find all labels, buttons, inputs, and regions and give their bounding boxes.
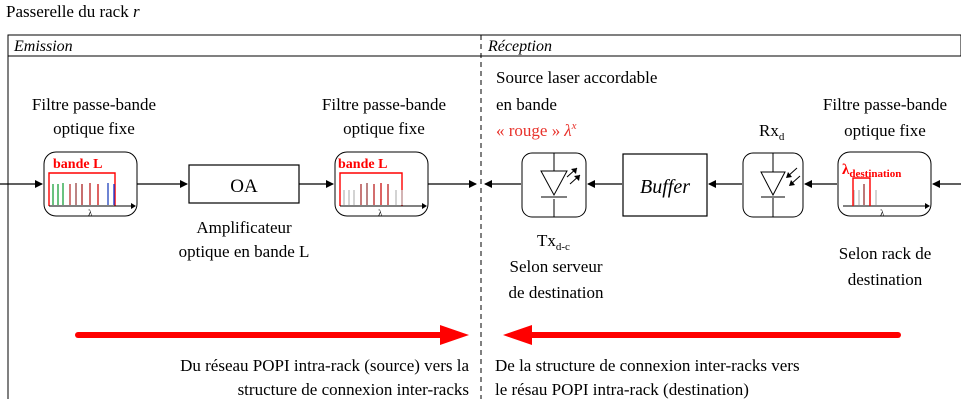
tx-desc-line1: Selon serveur: [509, 257, 602, 276]
rx-filter-box: λdestination λ: [837, 151, 932, 218]
amplifier-label-line2: optique en bande L: [179, 242, 310, 261]
rx-filter-lambda-label: λdestination: [842, 162, 901, 180]
footer-left-line2: structure de connexion inter-racks: [238, 380, 469, 399]
buffer-box: [622, 153, 708, 217]
rx-box: [742, 152, 804, 218]
filter1-label-line2: optique fixe: [53, 119, 135, 138]
rx-filter-lambda-axis: λ: [880, 208, 885, 218]
filter2-lambda-axis: λ: [378, 208, 383, 218]
laser-label-line3: « rouge »λx: [496, 120, 577, 140]
page-title: Passerelle du rack r: [6, 2, 140, 21]
footer-left-line1: Du réseau POPI intra-rack (source) vers …: [180, 356, 469, 375]
filter1-band-label: bande L: [53, 157, 102, 172]
tx-desc-line2: de destination: [509, 283, 604, 302]
tx-label: Txd-c: [537, 231, 570, 253]
section-header-bar: [7, 34, 961, 57]
filter1-lambda-axis: λ: [88, 208, 93, 218]
filter2-band-label: bande L: [338, 157, 387, 172]
rx-filter-desc-line1: Selon rack de: [839, 244, 932, 263]
section-reception: Réception: [487, 38, 552, 55]
filter1-label-line1: Filtre passe-bande: [32, 95, 156, 114]
laser-label-line2: en bande: [496, 95, 557, 114]
laser-label-line1: Source laser accordable: [496, 68, 657, 87]
emission-direction-arrow: [75, 325, 469, 345]
tx-box: [521, 152, 587, 218]
reception-direction-arrow: [503, 325, 901, 345]
rx-filter-desc-line2: destination: [848, 270, 923, 289]
section-emission: Emission: [13, 38, 73, 55]
filter1-box: bande L λ: [43, 151, 138, 218]
filter2-label-line1: Filtre passe-bande: [322, 95, 446, 114]
rx-label: Rxd: [759, 121, 785, 143]
amplifier-box-label: OA: [230, 176, 258, 197]
filter2-label-line2: optique fixe: [343, 119, 425, 138]
rx-filter-label-line1: Filtre passe-bande: [823, 95, 947, 114]
footer-right-line1: De la structure de connexion inter-racks…: [495, 356, 800, 375]
filter2-box: bande L λ: [334, 151, 429, 218]
buffer-label: Buffer: [640, 176, 690, 198]
rx-filter-label-line2: optique fixe: [844, 121, 926, 140]
amplifier-label-line1: Amplificateur: [196, 218, 292, 237]
footer-right-line2: le résau POPI intra-rack (destination): [495, 380, 749, 399]
